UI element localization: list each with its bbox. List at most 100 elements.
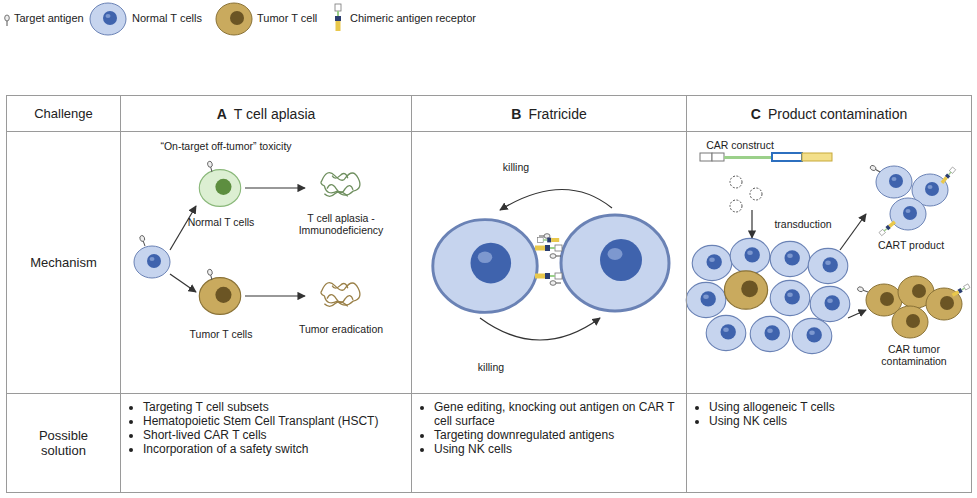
illustration-part bbox=[500, 189, 612, 210]
illustration-part bbox=[199, 278, 240, 315]
figure-label: Tumor T cells bbox=[181, 328, 261, 340]
illustration-part bbox=[892, 306, 928, 338]
solution-item: Incorporation of a safety switch bbox=[143, 442, 405, 456]
illustration-part bbox=[751, 210, 752, 238]
illustration-part bbox=[724, 271, 767, 309]
illustration-part bbox=[245, 295, 305, 296]
header-cell: Possible solution bbox=[6, 393, 121, 493]
solution-item: Targeting T cell subsets bbox=[143, 400, 405, 414]
panel-letter: B bbox=[511, 106, 521, 122]
header-text: Challenge bbox=[34, 106, 93, 121]
illustration-part bbox=[848, 310, 866, 318]
illustration-part bbox=[750, 316, 790, 351]
illustration-part bbox=[550, 254, 561, 259]
illustration-part bbox=[951, 284, 969, 297]
illustration-part bbox=[700, 153, 712, 161]
illustration-part bbox=[170, 274, 196, 292]
solution-cell: Targeting T cell subsetsHematopoietic St… bbox=[120, 393, 412, 493]
fratricide-illustration bbox=[433, 189, 669, 340]
header-cell: C Product contamination bbox=[686, 95, 972, 132]
header-text: Mechanism bbox=[30, 255, 96, 270]
mechanism-cell: CAR constructtransductionCART productCAR… bbox=[686, 131, 972, 394]
solution-item: Targeting downregulated antigens bbox=[434, 428, 680, 442]
illustration-part bbox=[335, 4, 341, 31]
figure-label: Tumor eradication bbox=[291, 323, 391, 335]
illustration-part bbox=[561, 215, 669, 311]
solution-list: Using allogeneic T cellsUsing NK cells bbox=[687, 394, 971, 428]
illustration-part bbox=[808, 248, 848, 283]
figure-label: CAR tumor contamination bbox=[873, 343, 955, 367]
illustration-part bbox=[770, 241, 810, 276]
figure-label: transduction bbox=[763, 218, 843, 230]
figure-label: killing bbox=[491, 161, 541, 173]
solution-list: Targeting T cell subsetsHematopoietic St… bbox=[121, 394, 411, 456]
illustration-part bbox=[840, 214, 866, 250]
legend-text: Chimeric antigen receptor bbox=[350, 12, 476, 24]
contamination-illustration bbox=[686, 153, 970, 354]
illustration-part bbox=[772, 153, 802, 161]
illustration-part bbox=[940, 167, 955, 184]
illustration-part bbox=[706, 315, 746, 350]
illustration-part bbox=[730, 200, 742, 212]
figure-label: Normal T cells bbox=[181, 216, 261, 228]
figure-label: “On-target off-tumor” toxicity bbox=[141, 140, 311, 152]
illustration-part bbox=[802, 153, 832, 161]
header-text: Product contamination bbox=[768, 106, 907, 122]
header-cell: AT cell aplasia bbox=[120, 95, 412, 132]
illustration-part bbox=[538, 238, 560, 243]
header-cell: Challenge bbox=[6, 95, 121, 132]
illustration-part bbox=[5, 15, 10, 26]
illustration-part bbox=[750, 188, 762, 200]
figure-label: killing bbox=[466, 361, 516, 373]
illustration-part bbox=[535, 245, 562, 251]
illustration-part bbox=[207, 161, 214, 173]
illustration-part bbox=[216, 3, 252, 35]
solution-item: Gene editing, knocking out antigen on CA… bbox=[434, 400, 680, 428]
solution-item: Using NK cells bbox=[434, 442, 680, 456]
solution-list: Gene editing, knocking out antigen on CA… bbox=[412, 394, 686, 456]
illustration-part bbox=[535, 273, 562, 279]
legend-icons bbox=[5, 3, 341, 35]
legend-text: Tumor T cell bbox=[257, 12, 317, 24]
header-cell: Mechanism bbox=[6, 131, 121, 394]
illustration-part bbox=[857, 286, 869, 294]
illustration-part bbox=[792, 318, 832, 353]
legend-text: Target antigen bbox=[14, 12, 84, 24]
illustration-part bbox=[724, 156, 772, 159]
illustration-part bbox=[810, 286, 850, 321]
illustration-part bbox=[692, 245, 732, 280]
header-cell: B Fratricide bbox=[411, 95, 687, 132]
header-text: Possible solution bbox=[24, 428, 104, 458]
panel-letter: C bbox=[751, 106, 761, 122]
solution-item: Using NK cells bbox=[709, 414, 965, 428]
illustration-part bbox=[170, 206, 196, 250]
aplasia-illustration bbox=[134, 161, 360, 315]
illustration-part bbox=[207, 269, 214, 281]
solution-cell: Gene editing, knocking out antigen on CA… bbox=[411, 393, 687, 493]
illustration-part bbox=[550, 281, 561, 286]
illustration-part bbox=[770, 280, 810, 315]
legend-text: Normal T cells bbox=[132, 12, 202, 24]
illustration-part bbox=[712, 153, 724, 161]
mechanism-cell: “On-target off-tumor” toxicityNormal T c… bbox=[120, 131, 412, 394]
illustration-part bbox=[480, 318, 600, 340]
illustration-part bbox=[199, 170, 240, 207]
solution-item: Hematopoietic Stem Cell Transplant (HSCT… bbox=[143, 414, 405, 428]
illustration-part bbox=[869, 165, 881, 174]
illustration-part bbox=[139, 235, 147, 247]
illustration-part bbox=[686, 282, 726, 317]
solution-item: Short-lived CAR T cells bbox=[143, 428, 405, 442]
illustration-part bbox=[134, 246, 170, 278]
illustration-part bbox=[321, 283, 360, 307]
illustration-part bbox=[321, 173, 360, 197]
illustration-part bbox=[730, 238, 770, 273]
illustration-part bbox=[245, 187, 305, 188]
header-text: Fratricide bbox=[528, 106, 586, 122]
illustration-part bbox=[433, 220, 537, 313]
figure-label: CAR construct bbox=[695, 139, 785, 151]
illustration-part bbox=[879, 220, 896, 235]
header-text: T cell aplasia bbox=[234, 106, 315, 122]
mechanism-cell: killing killing bbox=[411, 131, 687, 394]
figure-label: T cell aplasia - Immunodeficiency bbox=[293, 212, 389, 236]
solution-item: Using allogeneic T cells bbox=[709, 400, 965, 414]
